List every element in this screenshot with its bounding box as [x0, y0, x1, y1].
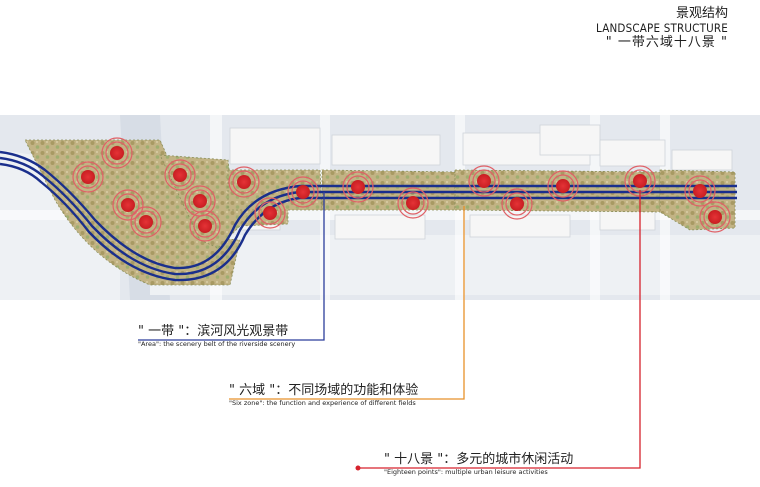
- scenic-point-marker: [501, 188, 533, 220]
- scenic-point-marker: [397, 187, 429, 219]
- scenic-point-marker: [228, 166, 260, 198]
- scenic-point-marker: [684, 175, 716, 207]
- scenic-point-marker: [164, 159, 196, 191]
- title-en: LANDSCAPE STRUCTURE: [595, 21, 728, 35]
- zones-label-en: "Six zone": the function and experience …: [229, 399, 416, 407]
- scenic-point-marker: [189, 210, 221, 242]
- belt-label-en: "Area": the scenery belt of the riversid…: [138, 340, 296, 348]
- title-subtitle: " 一带六域十八景 ": [605, 35, 728, 50]
- scenic-point-marker: [699, 201, 731, 233]
- scenic-point-marker: [101, 137, 133, 169]
- scenic-point-marker: [547, 170, 579, 202]
- belt-leader: [138, 192, 325, 341]
- leader-lines: [138, 190, 641, 471]
- scenic-point-marker: [130, 206, 162, 238]
- points-leader: [358, 190, 641, 469]
- scenic-point-marker: [342, 171, 374, 203]
- zones-label: " 六域 "：不同场域的功能和体验 "Six zone": the functi…: [229, 383, 418, 408]
- points-label-en: "Eighteen points": multiple urban leisur…: [384, 468, 548, 476]
- scenic-point-marker: [112, 189, 144, 221]
- scenic-point-marker: [287, 176, 319, 208]
- points-label-cn: " 十八景 "：多元的城市休闲活动: [384, 452, 574, 467]
- zones-label-cn: " 六域 "：不同场域的功能和体验: [229, 383, 419, 398]
- riverside-belt: [0, 150, 737, 282]
- title-block: 景观结构 LANDSCAPE STRUCTURE " 一带六域十八景 ": [596, 6, 728, 52]
- title-cn: 景观结构: [675, 6, 728, 21]
- scenic-point-marker: [254, 197, 286, 229]
- scenic-point-marker: [468, 165, 500, 197]
- belt-label: " 一带 "：滨河风光观景带 "Area": the scenery belt …: [138, 324, 295, 349]
- zones-leader: [229, 206, 465, 400]
- points-label: " 十八景 "：多元的城市休闲活动 "Eighteen points": mul…: [384, 452, 573, 477]
- scenic-points: [72, 137, 731, 242]
- scenic-point-marker: [72, 161, 104, 193]
- belt-label-cn: " 一带 "：滨河风光观景带: [138, 324, 289, 339]
